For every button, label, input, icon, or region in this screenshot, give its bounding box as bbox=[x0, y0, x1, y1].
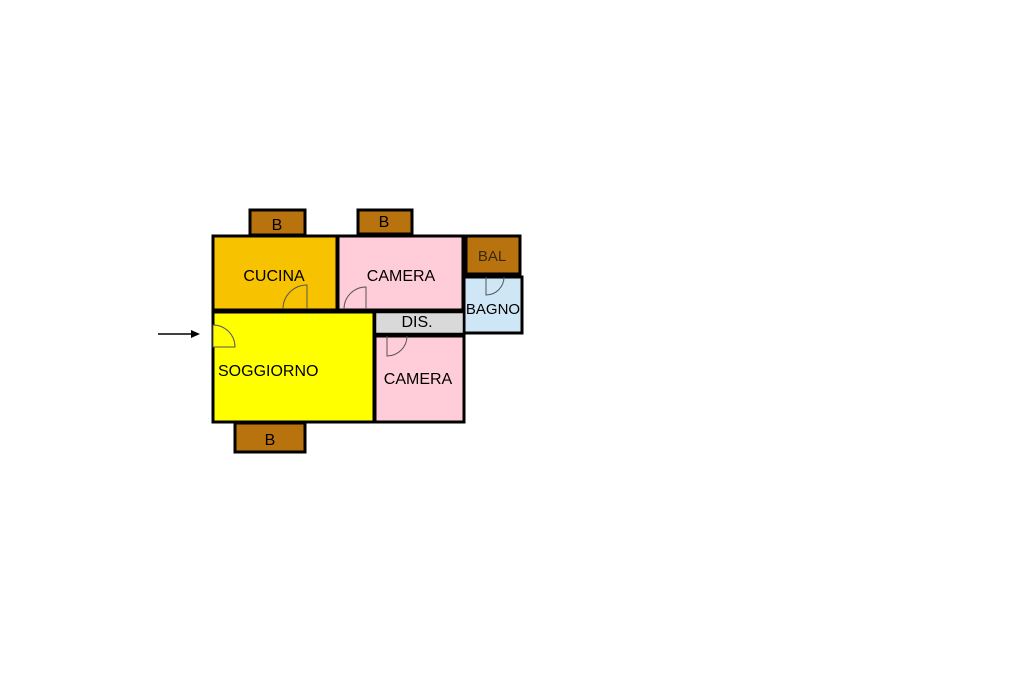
room-soggiorno-label: SOGGIORNO bbox=[218, 363, 318, 380]
door-bagno-icon bbox=[485, 276, 505, 296]
room-bal-label: BAL bbox=[478, 248, 506, 265]
entrance-arrow-icon bbox=[158, 330, 200, 338]
door-entrance-icon bbox=[212, 324, 236, 348]
room-camera-top-label: CAMERA bbox=[367, 268, 436, 285]
balcony-top-left-label: B bbox=[272, 217, 283, 234]
door-camera-top-icon bbox=[343, 286, 367, 310]
balcony-top-center-label: B bbox=[379, 214, 390, 231]
room-soggiorno bbox=[211, 310, 376, 424]
door-cucina-icon bbox=[282, 284, 308, 310]
room-cucina-label: CUCINA bbox=[243, 268, 305, 285]
door-camera-bottom-icon bbox=[386, 335, 408, 357]
room-dis-label: DIS. bbox=[401, 314, 432, 331]
room-camera-bottom-label: CAMERA bbox=[384, 371, 453, 388]
room-dis bbox=[373, 310, 466, 336]
door-swings bbox=[212, 276, 505, 357]
room-bagno-label: BAGNO bbox=[466, 301, 520, 318]
room-camera-top bbox=[336, 234, 465, 312]
balcony-top-center bbox=[356, 208, 414, 236]
balcony-bottom-label: B bbox=[265, 432, 276, 449]
room-bagno bbox=[462, 275, 524, 335]
room-camera-bottom bbox=[373, 334, 466, 424]
room-bal bbox=[464, 234, 522, 276]
